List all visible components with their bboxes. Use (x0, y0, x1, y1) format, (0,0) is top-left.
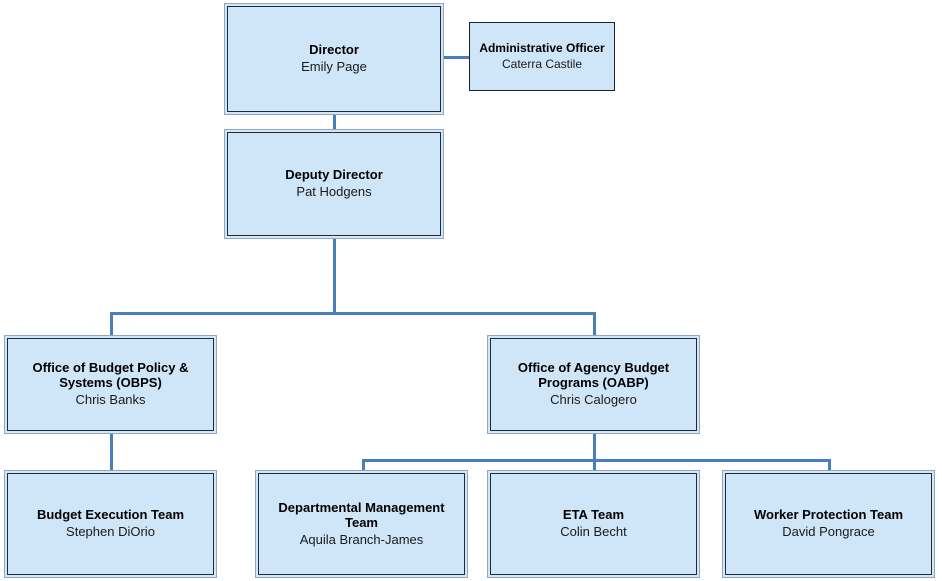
node-oabp-name: Chris Calogero (550, 392, 637, 408)
node-oabp[interactable]: Office of Agency Budget Programs (OABP) … (487, 335, 700, 434)
node-departmental-management-team-inner: Departmental Management Team Aquila Bran… (258, 473, 465, 575)
node-administrative-officer-title: Administrative Officer (479, 40, 605, 55)
node-eta-team-name: Colin Becht (560, 524, 627, 540)
node-deputy-director-title: Deputy Director (285, 167, 383, 183)
connector-director-to-deputy (333, 114, 336, 130)
node-worker-protection-team[interactable]: Worker Protection Team David Pongrace (722, 470, 935, 578)
connector-bar-to-departmental-management-team (362, 459, 365, 471)
node-oabp-inner: Office of Agency Budget Programs (OABP) … (490, 338, 697, 431)
node-eta-team-title: ETA Team (562, 507, 625, 523)
node-director-title: Director (309, 42, 359, 58)
connector-oabp-drop (593, 433, 596, 461)
node-departmental-management-team[interactable]: Departmental Management Team Aquila Bran… (255, 470, 468, 578)
node-administrative-officer-name: Caterra Castile (501, 56, 583, 71)
node-deputy-director-inner: Deputy Director Pat Hodgens (227, 132, 441, 236)
node-deputy-director[interactable]: Deputy Director Pat Hodgens (224, 129, 444, 239)
node-administrative-officer-inner: Administrative Officer Caterra Castile (470, 23, 614, 90)
connector-bar-to-worker-protection-team (828, 459, 831, 471)
node-director-inner: Director Emily Page (227, 6, 441, 112)
connector-obps-to-budget-execution-team (110, 433, 113, 470)
node-budget-execution-team-inner: Budget Execution Team Stephen DiOrio (7, 473, 214, 575)
connector-bar-to-obps (110, 312, 113, 336)
node-worker-protection-team-title: Worker Protection Team (753, 507, 904, 523)
connector-director-to-admin-officer (444, 56, 470, 59)
node-deputy-director-name: Pat Hodgens (296, 184, 372, 200)
node-worker-protection-team-inner: Worker Protection Team David Pongrace (725, 473, 932, 575)
node-director-name: Emily Page (301, 59, 367, 75)
connector-teams-bar (362, 459, 831, 462)
node-administrative-officer[interactable]: Administrative Officer Caterra Castile (469, 22, 615, 91)
connector-offices-bar (110, 312, 596, 315)
node-budget-execution-team-name: Stephen DiOrio (66, 524, 155, 540)
node-obps[interactable]: Office of Budget Policy & Systems (OBPS)… (4, 335, 217, 434)
connector-bar-to-oabp (593, 312, 596, 336)
node-oabp-title: Office of Agency Budget Programs (OABP) (517, 360, 670, 391)
connector-deputy-drop (333, 238, 336, 314)
node-eta-team[interactable]: ETA Team Colin Becht (487, 470, 700, 578)
node-obps-inner: Office of Budget Policy & Systems (OBPS)… (7, 338, 214, 431)
node-budget-execution-team[interactable]: Budget Execution Team Stephen DiOrio (4, 470, 217, 578)
node-director[interactable]: Director Emily Page (224, 3, 444, 115)
node-obps-name: Chris Banks (75, 392, 146, 408)
node-departmental-management-team-title: Departmental Management Team (278, 499, 445, 530)
connector-bar-to-eta-team (593, 459, 596, 471)
node-departmental-management-team-name: Aquila Branch-James (299, 531, 424, 547)
node-eta-team-inner: ETA Team Colin Becht (490, 473, 697, 575)
node-worker-protection-team-name: David Pongrace (782, 524, 875, 540)
node-budget-execution-team-title: Budget Execution Team (36, 507, 185, 523)
node-obps-title: Office of Budget Policy & Systems (OBPS) (32, 360, 189, 391)
